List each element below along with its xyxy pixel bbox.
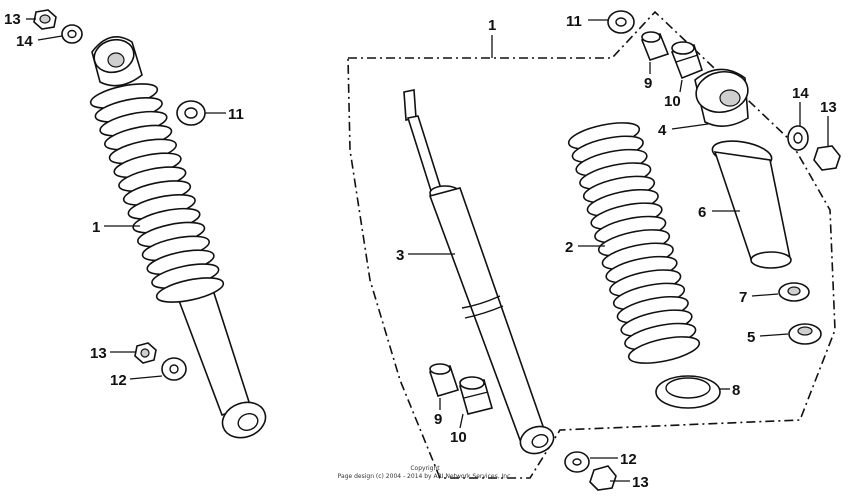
callout-12: 12 [110, 372, 127, 389]
callout-13: 13 [632, 474, 649, 491]
callout-1: 1 [92, 219, 100, 236]
callout-11: 11 [228, 106, 244, 123]
nut-13-right [813, 145, 841, 171]
callout-6: 6 [698, 204, 706, 221]
nut-13-bottom [589, 465, 617, 491]
callout-10: 10 [664, 93, 681, 110]
callout-10: 10 [450, 429, 467, 446]
nut-13-mid-left [134, 342, 157, 364]
callout-14: 14 [16, 33, 33, 50]
callout-7: 7 [739, 289, 747, 306]
adjuster-5 [788, 323, 822, 345]
damper-3 [403, 89, 555, 455]
callout-9: 9 [644, 75, 652, 92]
spring-coil [627, 336, 701, 364]
copyright-line-1: Copyright [410, 465, 440, 472]
spring-2 [567, 122, 701, 364]
callout-2: 2 [565, 239, 573, 256]
nut-13-top-left [33, 9, 57, 30]
callout-13: 13 [820, 99, 837, 116]
spring-coil [155, 277, 225, 303]
assembly-boundary [347, 10, 836, 479]
bushing-10-top [670, 41, 703, 80]
assembled-shock-absorber [89, 36, 267, 439]
bushing-11-right [607, 10, 635, 34]
callout-14: 14 [792, 85, 809, 102]
collar-9-top [640, 31, 670, 61]
washer-14-top-left [61, 24, 83, 44]
callout-8: 8 [732, 382, 740, 399]
bushing-11-left [176, 100, 206, 126]
callout-13: 13 [4, 11, 21, 28]
bushing-10-bottom [459, 376, 493, 415]
collar-9-bottom [428, 363, 460, 397]
leader-lines [26, 18, 829, 482]
callout-1: 1 [488, 17, 496, 34]
callout-12: 12 [620, 451, 637, 468]
callout-13: 13 [90, 345, 107, 362]
callout-3: 3 [396, 247, 404, 264]
copyright-line-2: Page design (c) 2004 - 2014 by ARI Netwo… [338, 473, 513, 480]
upper-mount-4 [694, 68, 749, 127]
washer-12-left [161, 357, 187, 381]
callout-labels: 13 14 11 1 13 12 1 11 9 10 14 13 4 6 3 2… [4, 11, 837, 491]
boot-6 [711, 140, 792, 269]
callout-4: 4 [658, 122, 667, 139]
callout-5: 5 [747, 329, 755, 346]
callout-9: 9 [434, 411, 442, 428]
washer-14-right [787, 125, 809, 151]
washer-12-bottom [564, 451, 590, 473]
nut-7 [778, 282, 810, 302]
callout-11: 11 [566, 13, 582, 30]
spring-seat-8 [655, 375, 721, 409]
